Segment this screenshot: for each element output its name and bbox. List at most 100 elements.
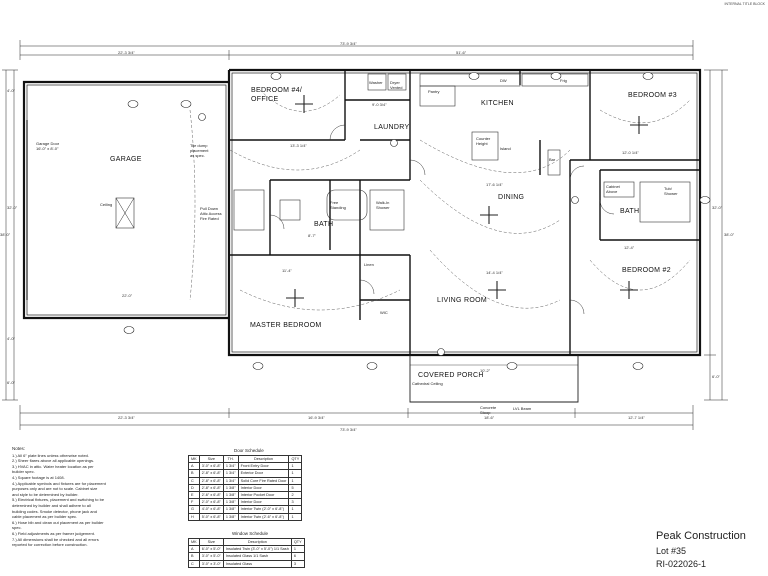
table-cell: 2 <box>288 490 303 500</box>
room-label-bath-center: BATH <box>314 221 334 228</box>
table-cell: G <box>188 505 200 514</box>
dishwasher-label: DW <box>500 78 507 83</box>
table-cell: C <box>188 559 200 568</box>
general-notes: Notes: 1.) All 6" plate lines unless oth… <box>12 446 182 548</box>
free-standing-label-2: Standing <box>330 205 346 210</box>
table-row: C 3'-0" x 3'-0" Insulated Glass 3 <box>188 559 305 568</box>
dim-right-total-2: 38'-0" <box>724 232 735 237</box>
table-cell: 1 3/4" <box>222 462 239 471</box>
note-line: 4.) Applicable symbols and fixtures are … <box>12 480 106 486</box>
note-line: cable placement as per builder spec. <box>12 514 78 520</box>
note-line: 6.) Hose bib and clean out placement as … <box>12 519 104 525</box>
dim-bottom-mid-2: 18'-6" <box>484 415 495 420</box>
dim-overall-top: 73'-9 3/4" <box>340 41 357 46</box>
room-label-master: MASTER BEDROOM <box>250 322 322 329</box>
dim-room-7: 8'-7" <box>308 233 316 238</box>
table-cell: Exterior Door <box>237 469 290 478</box>
pantry-label: Pantry <box>428 89 440 94</box>
tile-dump-label-3: as spec. <box>190 153 205 158</box>
table-cell: 6 <box>290 552 305 561</box>
walk-in-shower-label: Walk-In <box>376 200 390 205</box>
dryer-label: Dryer <box>390 80 400 85</box>
note-line: 2.) Sheer flares above all applicable op… <box>12 458 95 464</box>
washer-label: Washer <box>369 80 383 85</box>
table-cell: 3'-0" x 3'-0" <box>198 559 224 568</box>
cabinet-above-label-2: Above <box>606 189 618 194</box>
room-label-kitchen: KITCHEN <box>481 100 514 107</box>
column-header: MK <box>188 537 200 547</box>
note-line: 6.) Field adjustments as per framer judg… <box>12 530 95 536</box>
ceiling-label: Ceiling <box>100 202 113 207</box>
bar-label: Bar <box>549 157 556 162</box>
table-cell: 2'-0" x 6'-8" <box>198 498 224 507</box>
table-cell: 4'-0" x 6'-8" <box>198 505 224 514</box>
column-header: QTY <box>288 454 303 464</box>
column-header: QTY <box>290 537 305 547</box>
table-cell: 1 3/4" <box>222 469 239 478</box>
table-cell: 5 <box>288 483 303 492</box>
note-line: and style to be determined by builder. <box>12 491 79 497</box>
table-row: A 6'-0" x 5'-0" Insulated Twin (3'-0" x … <box>188 545 305 554</box>
table-cell: Interior Twin (2'-6" x 6'-8") <box>237 512 290 521</box>
table-row: C 2'-8" x 6'-8" 1 3/4" Solid Core Fire R… <box>188 476 303 485</box>
table-cell: Interior Pocket Door <box>237 490 290 500</box>
dim-room-9: 10'-2" <box>480 368 491 373</box>
room-label-garage: GARAGE <box>110 156 142 163</box>
walk-in-shower-label-2: Shower <box>376 205 390 210</box>
table-cell: D <box>188 483 200 492</box>
note-line: 7.) All dimensions shall be checked and … <box>12 536 99 542</box>
table-cell: Insulated Glass 1/1 Sash <box>222 552 292 561</box>
table-row: H 5'-0" x 6'-8" 1 3/8" Interior Twin (2'… <box>188 512 303 521</box>
column-header: MK <box>188 454 200 464</box>
table-row: B 2'-8" x 6'-8" 1 3/4" Exterior Door 1 <box>188 469 303 478</box>
table-cell: 2'-6" x 6'-8" <box>198 490 224 500</box>
table-cell: Interior Twin (2'-0" x 6'-8") <box>237 505 290 514</box>
column-header: TH. <box>222 454 239 464</box>
table-cell: Insulated Glass <box>222 559 292 568</box>
dim-room-6: 14'-4 1/4" <box>486 270 503 275</box>
company-name: Peak Construction <box>656 530 746 542</box>
table-cell: 1 3/8" <box>222 490 239 500</box>
door-schedule-table: MK Size TH. Description QTY A 3'-0" x 6'… <box>188 454 303 521</box>
table-cell: 1 3/8" <box>222 483 239 492</box>
table-cell: Front Entry Door <box>237 462 290 471</box>
room-label-bedroom4: BEDROOM #4/ <box>251 87 303 94</box>
table-cell: 1 <box>288 505 303 514</box>
dim-room-1: 13'-3 1/4" <box>290 143 307 148</box>
stoop-label: Stoop <box>480 410 491 415</box>
room-label-porch: COVERED PORCH <box>418 372 484 379</box>
table-cell: Solid Core Fire Rated Door <box>237 476 290 485</box>
dim-left-mid: 32'-0" <box>7 205 18 210</box>
room-label-bedroom2: BEDROOM #2 <box>622 267 671 274</box>
plan-number: RI-022026-1 <box>656 559 707 569</box>
note-line: building codes. Smoke detector, phone ja… <box>12 508 97 514</box>
notes-title: Notes: <box>12 446 26 451</box>
table-cell: Interior Door <box>237 483 290 492</box>
table-row: E 2'-6" x 6'-8" 1 3/8" Interior Pocket D… <box>188 490 303 500</box>
tile-dump-label-2: placement <box>190 148 209 153</box>
dim-room-3: 17'-6 1/4" <box>486 182 503 187</box>
table-cell: F <box>188 498 200 507</box>
door-schedule-title: Door Schedule <box>234 448 264 453</box>
dim-left-top: 4'-0" <box>7 88 15 93</box>
dim-top-left: 22'-3 3/4" <box>118 50 135 55</box>
note-line: reported for correction before construct… <box>12 542 88 548</box>
table-cell: 3'-0" x 5'-0" <box>198 552 224 561</box>
note-line: builder spec. <box>12 469 35 475</box>
linen-label: Linen <box>364 262 374 267</box>
table-cell: 3 <box>290 559 305 568</box>
room-label-bedroom3: BEDROOM #3 <box>628 92 677 99</box>
table-cell: Insulated Twin (3'-0" x 5'-0") 1/1 Sash <box>222 545 292 554</box>
table-cell: 3'-0" x 6'-8" <box>198 462 224 471</box>
table-cell: 1 3/8" <box>222 505 239 514</box>
dim-left-total: 38'-0" <box>0 232 11 237</box>
cabinet-above-label: Cabinet <box>606 184 620 189</box>
window-schedule-title: Window Schedule <box>232 531 269 536</box>
dim-garage-width: 22'-0" <box>122 293 133 298</box>
note-line: spec. <box>12 525 22 531</box>
table-header-row: MK Size Description QTY <box>188 537 305 547</box>
dim-overall-bottom: 73'-9 3/4" <box>340 427 357 432</box>
table-cell: 1 <box>288 462 303 471</box>
table-cell: A <box>188 545 200 554</box>
fridge-label: Frig <box>560 78 567 83</box>
